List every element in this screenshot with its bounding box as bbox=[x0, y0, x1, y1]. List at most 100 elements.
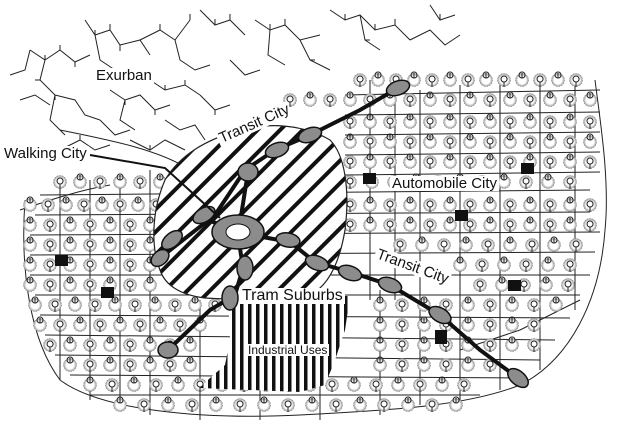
cul-de-sac-icon bbox=[127, 376, 141, 392]
cul-de-sac-icon bbox=[443, 93, 457, 107]
cul-de-sac-icon bbox=[403, 196, 417, 212]
cul-de-sac-icon bbox=[523, 196, 537, 212]
cul-de-sac-icon bbox=[563, 258, 577, 272]
cul-de-sac-icon bbox=[505, 296, 519, 312]
cul-de-sac-icon bbox=[413, 378, 427, 392]
cul-de-sac-icon bbox=[417, 336, 431, 352]
cul-de-sac-icon bbox=[63, 236, 77, 252]
cul-de-sac-icon bbox=[137, 398, 151, 412]
cul-de-sac-icon bbox=[463, 91, 477, 107]
cul-de-sac-icon bbox=[403, 93, 417, 107]
cul-de-sac-icon bbox=[569, 238, 583, 252]
cul-de-sac-icon bbox=[105, 378, 119, 392]
cul-de-sac-icon bbox=[123, 338, 137, 352]
cul-de-sac-icon bbox=[495, 276, 509, 292]
cul-de-sac-icon bbox=[423, 218, 437, 232]
cul-de-sac-icon bbox=[443, 113, 457, 129]
cul-de-sac-icon bbox=[148, 296, 162, 312]
cul-de-sac-icon bbox=[103, 356, 117, 372]
cul-de-sac-icon bbox=[503, 198, 517, 212]
label-automobile-city: Automobile City bbox=[390, 175, 500, 192]
cul-de-sac-icon bbox=[373, 356, 387, 372]
cul-de-sac-icon bbox=[369, 378, 383, 392]
cul-de-sac-icon bbox=[463, 218, 477, 232]
cul-de-sac-icon bbox=[563, 135, 577, 149]
cul-de-sac-icon bbox=[563, 196, 577, 212]
cul-de-sac-icon bbox=[73, 316, 87, 332]
cul-de-sac-icon bbox=[153, 316, 167, 332]
label-exurban: Exurban bbox=[94, 67, 154, 84]
cul-de-sac-icon bbox=[133, 175, 147, 189]
cul-de-sac-icon bbox=[363, 135, 377, 149]
cul-de-sac-icon bbox=[305, 396, 319, 412]
cul-de-sac-icon bbox=[533, 73, 547, 87]
cul-de-sac-icon bbox=[551, 71, 565, 87]
cul-de-sac-icon bbox=[161, 396, 175, 412]
cul-de-sac-icon bbox=[423, 155, 437, 169]
cul-de-sac-icon bbox=[373, 316, 387, 332]
cul-de-sac-icon bbox=[83, 258, 97, 272]
cul-de-sac-icon bbox=[88, 298, 102, 312]
cul-de-sac-icon bbox=[423, 133, 437, 149]
cul-de-sac-icon bbox=[403, 216, 417, 232]
cul-de-sac-icon bbox=[459, 236, 473, 252]
cul-de-sac-icon bbox=[391, 376, 405, 392]
cul-de-sac-icon bbox=[383, 198, 397, 212]
cul-de-sac-icon bbox=[483, 153, 497, 169]
cul-de-sac-icon bbox=[497, 256, 511, 272]
cul-de-sac-icon bbox=[395, 358, 409, 372]
cul-de-sac-icon bbox=[373, 336, 387, 352]
cul-de-sac-icon bbox=[417, 316, 431, 332]
cul-de-sac-icon bbox=[403, 113, 417, 129]
cul-de-sac-icon bbox=[515, 71, 529, 87]
cul-de-sac-icon bbox=[103, 236, 117, 252]
cul-de-sac-icon bbox=[547, 236, 561, 252]
cul-de-sac-icon bbox=[463, 198, 477, 212]
cul-de-sac-icon bbox=[23, 276, 37, 292]
cul-de-sac-icon bbox=[503, 236, 517, 252]
cul-de-sac-icon bbox=[583, 133, 597, 149]
cul-de-sac-icon bbox=[503, 133, 517, 149]
cul-de-sac-icon bbox=[233, 398, 247, 412]
cul-de-sac-icon bbox=[439, 358, 453, 372]
cul-de-sac-icon bbox=[185, 398, 199, 412]
cul-de-sac-icon bbox=[543, 155, 557, 169]
label-tram-suburbs: Tram Suburbs bbox=[240, 287, 345, 304]
cul-de-sac-icon bbox=[363, 216, 377, 232]
cul-de-sac-icon bbox=[569, 73, 583, 87]
cul-de-sac-icon bbox=[303, 91, 317, 107]
cul-de-sac-icon bbox=[123, 218, 137, 232]
cul-de-sac-icon bbox=[483, 338, 497, 352]
cul-de-sac-icon bbox=[143, 336, 157, 352]
cul-de-sac-icon bbox=[68, 296, 82, 312]
cul-de-sac-icon bbox=[583, 91, 597, 107]
cul-de-sac-icon bbox=[563, 93, 577, 107]
cul-de-sac-icon bbox=[43, 338, 57, 352]
cul-de-sac-icon bbox=[133, 318, 147, 332]
cul-de-sac-icon bbox=[347, 376, 361, 392]
cul-de-sac-icon bbox=[163, 358, 177, 372]
buildings bbox=[55, 163, 534, 344]
cul-de-sac-icon bbox=[541, 173, 555, 189]
cul-de-sac-icon bbox=[149, 378, 163, 392]
cul-de-sac-icon bbox=[48, 298, 62, 312]
cul-de-sac-icon bbox=[483, 196, 497, 212]
cul-de-sac-icon bbox=[483, 318, 497, 332]
cul-de-sac-icon bbox=[383, 218, 397, 232]
cul-de-sac-icon bbox=[423, 115, 437, 129]
cul-de-sac-icon bbox=[563, 175, 577, 189]
cul-de-sac-icon bbox=[473, 278, 487, 292]
cul-de-sac-icon bbox=[28, 296, 42, 312]
cul-de-sac-icon bbox=[505, 336, 519, 352]
cul-de-sac-icon bbox=[543, 91, 557, 107]
cul-de-sac-icon bbox=[443, 135, 457, 149]
cul-de-sac-icon bbox=[83, 278, 97, 292]
cul-de-sac-icon bbox=[519, 258, 533, 272]
cul-de-sac-icon bbox=[503, 115, 517, 129]
cul-de-sac-icon bbox=[188, 296, 202, 312]
cul-de-sac-icon bbox=[505, 316, 519, 332]
cul-de-sac-icon bbox=[53, 318, 67, 332]
cul-de-sac-icon bbox=[483, 93, 497, 107]
cul-de-sac-icon bbox=[353, 396, 367, 412]
cul-de-sac-icon bbox=[183, 336, 197, 352]
